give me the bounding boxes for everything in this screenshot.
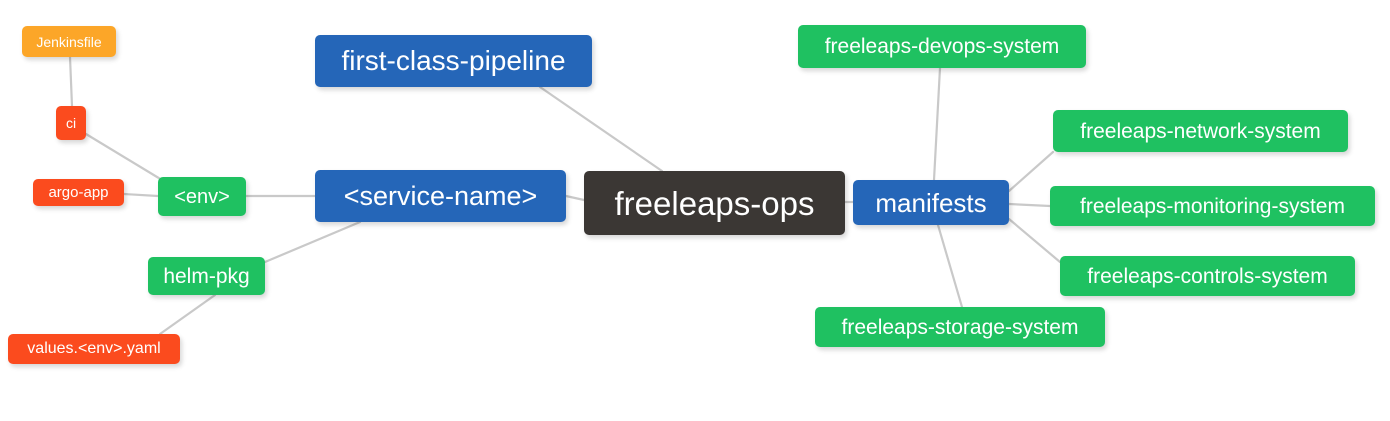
edge-network-to-manifests: [1007, 150, 1055, 193]
edge-monitoring-to-manifests: [1007, 202, 1052, 208]
edge-ci-to-env: [84, 132, 164, 182]
node-controls[interactable]: freeleaps-controls-system: [1060, 256, 1355, 296]
node-root[interactable]: freeleaps-ops: [584, 171, 845, 235]
edge-devops-to-manifests: [932, 66, 942, 182]
node-manifests[interactable]: manifests: [853, 180, 1009, 225]
node-pipeline[interactable]: first-class-pipeline: [315, 35, 592, 87]
node-storage[interactable]: freeleaps-storage-system: [815, 307, 1105, 347]
node-devops[interactable]: freeleaps-devops-system: [798, 25, 1086, 68]
node-jenkinsfile[interactable]: Jenkinsfile: [22, 26, 116, 57]
node-network[interactable]: freeleaps-network-system: [1053, 110, 1348, 152]
node-monitoring[interactable]: freeleaps-monitoring-system: [1050, 186, 1375, 226]
node-env[interactable]: <env>: [158, 177, 246, 216]
edge-storage-to-manifests: [936, 223, 964, 309]
node-ci[interactable]: ci: [56, 106, 86, 140]
edge-pipeline-to-root: [538, 85, 664, 173]
node-service-name[interactable]: <service-name>: [315, 170, 566, 222]
edge-helm-pkg-to-service-name: [263, 220, 362, 264]
edge-argo-app-to-env: [122, 192, 160, 198]
node-helm-pkg[interactable]: helm-pkg: [148, 257, 265, 295]
node-values-yaml[interactable]: values.<env>.yaml: [8, 334, 180, 364]
edge-service-name-to-root: [564, 194, 586, 202]
edge-values-yaml-to-helm-pkg: [158, 293, 217, 336]
edge-jenkinsfile-to-ci: [68, 55, 74, 108]
node-argo-app[interactable]: argo-app: [33, 179, 124, 206]
